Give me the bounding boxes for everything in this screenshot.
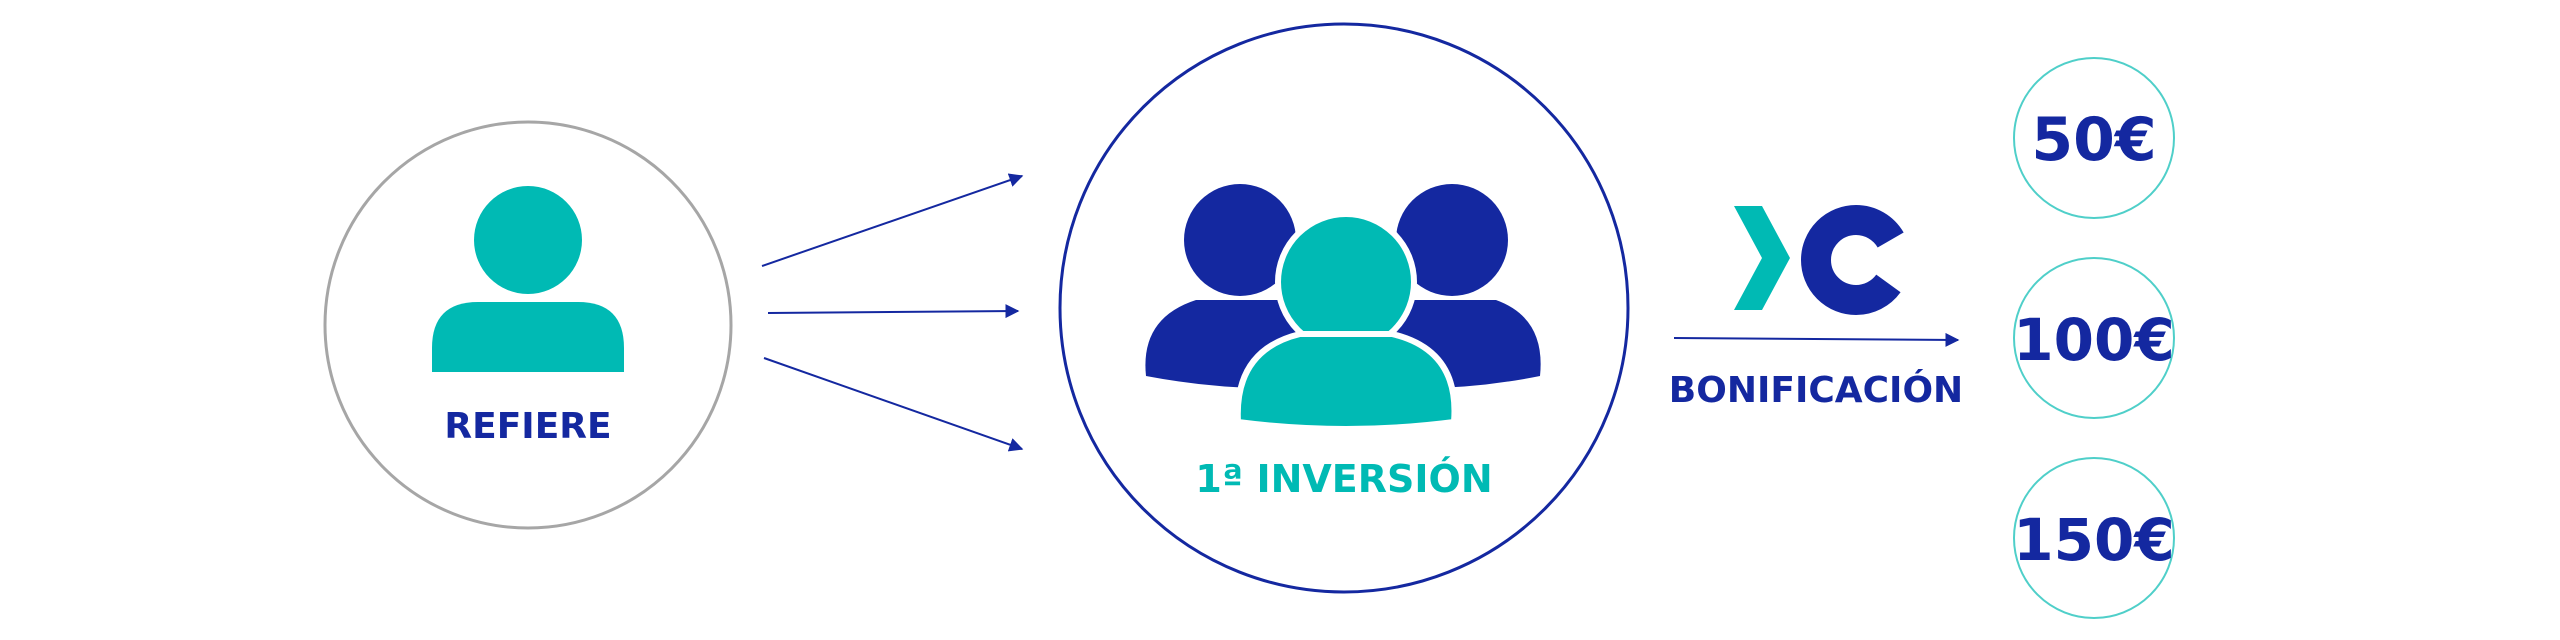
group-of-people-icon xyxy=(1145,184,1541,432)
bonus-amount-text: 50€ xyxy=(2031,105,2156,175)
bonus-amounts: 50€ 100€ 150€ xyxy=(2013,57,2175,619)
bonus-amount-50: 50€ xyxy=(2013,57,2175,219)
bonus-label: BONIFICACIÓN xyxy=(1669,369,1963,411)
referrer-label: REFIERE xyxy=(444,406,611,447)
bonus-amount-text: 150€ xyxy=(2013,506,2174,574)
bonus-amount-100: 100€ xyxy=(2013,257,2175,419)
referral-arrows xyxy=(761,173,1024,452)
referrer-circle xyxy=(323,120,733,530)
bonus-link: BONIFICACIÓN xyxy=(1669,332,1963,411)
first-investment-label: 1ª INVERSIÓN xyxy=(1195,457,1492,501)
first-investment-node: 1ª INVERSIÓN xyxy=(1058,22,1630,594)
group-circle xyxy=(1058,22,1630,594)
arrow-down xyxy=(763,357,1024,452)
bonus-arrow xyxy=(1673,332,1960,347)
person-icon xyxy=(432,186,624,372)
arrow-up xyxy=(761,173,1024,267)
bonus-amount-text: 100€ xyxy=(2013,306,2174,374)
arrow-middle xyxy=(767,304,1020,319)
brand-logo-icon xyxy=(1734,205,1911,315)
referrer-node: REFIERE xyxy=(323,120,733,530)
bonus-amount-150: 150€ xyxy=(2013,457,2175,619)
